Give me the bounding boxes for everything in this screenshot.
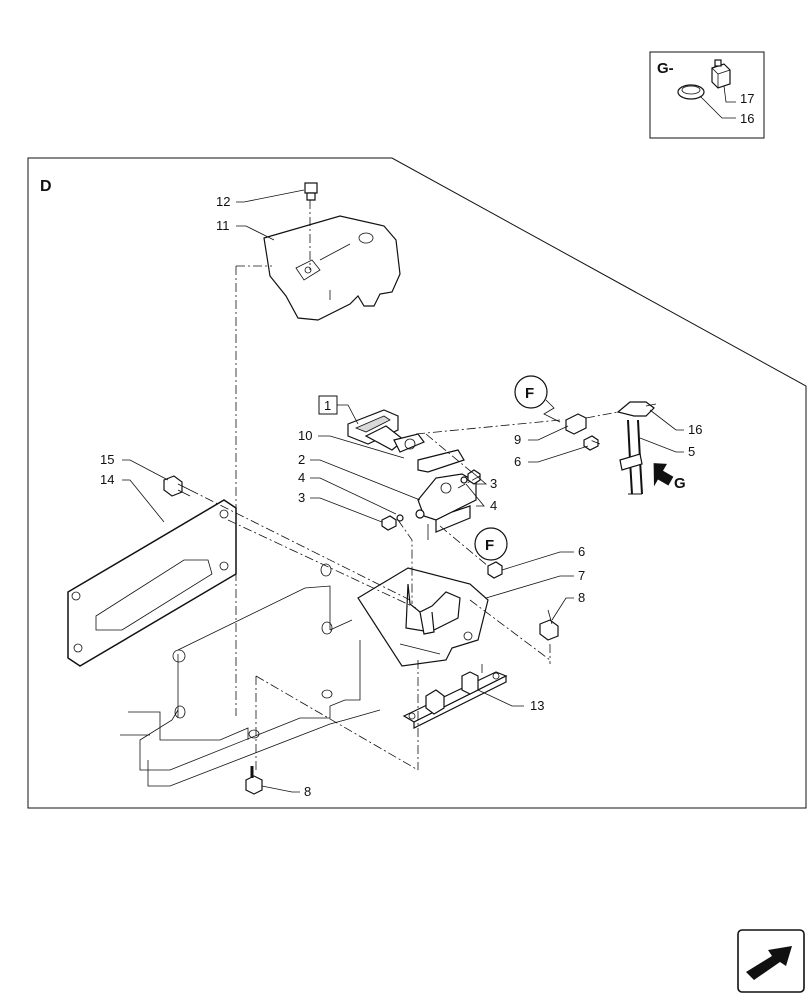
frame-structure <box>120 563 381 787</box>
callout-17: 17 <box>740 91 754 106</box>
part-8-bolt-lower <box>245 766 263 795</box>
boxed-part-1: 1 <box>318 395 359 425</box>
callout-6-upper: 6 <box>514 454 521 469</box>
callout-3-right: 3 <box>490 476 497 491</box>
callout-9: 9 <box>514 432 521 447</box>
part-12-screw <box>304 182 318 201</box>
callout-12: 12 <box>216 194 230 209</box>
callout-8-lower: 8 <box>304 784 311 799</box>
view-label: D <box>40 178 52 195</box>
part-2-bracket <box>415 473 477 540</box>
callout-6-lower: 6 <box>578 544 585 559</box>
part-3-4-fasteners <box>381 469 481 531</box>
part-7-bracket <box>357 567 489 667</box>
callout-7: 7 <box>578 568 585 583</box>
next-page-arrow-icon[interactable] <box>737 929 805 993</box>
part-6-screw-upper <box>583 435 599 451</box>
part-13-rail <box>402 671 508 729</box>
callout-13: 13 <box>530 698 544 713</box>
callout-15: 15 <box>100 452 114 467</box>
view-arrow-g: G <box>653 463 686 492</box>
view-frame <box>27 157 807 809</box>
callout-14: 14 <box>100 472 114 487</box>
svg-text:1: 1 <box>324 398 331 413</box>
part-11-cover <box>263 215 401 321</box>
callout-16: 16 <box>740 111 754 126</box>
part-9-sleeve <box>565 413 587 435</box>
callout-3-left: 3 <box>298 490 305 505</box>
part-14-plate <box>67 499 237 667</box>
inset-view-g: G- 17 16 <box>649 51 765 139</box>
part-15-bolt <box>163 475 191 497</box>
callout-16-main: 16 <box>688 422 702 437</box>
callout-numbers: 12 11 10 9 6 16 5 2 4 3 3 4 15 14 6 7 8 … <box>100 194 702 799</box>
callout-8-right: 8 <box>578 590 585 605</box>
part-5-cable <box>616 401 657 495</box>
svg-text:F: F <box>525 385 534 402</box>
leader-lines <box>122 189 684 793</box>
svg-text:F: F <box>485 537 494 554</box>
callout-11: 11 <box>216 218 230 233</box>
callout-5: 5 <box>688 444 695 459</box>
section-ref-f-lower: F <box>474 527 508 561</box>
assembly-lines <box>189 200 619 771</box>
part-8-bolt-right <box>539 609 559 641</box>
callout-2: 2 <box>298 452 305 467</box>
inset-label: G- <box>657 60 674 77</box>
section-ref-f-upper: F <box>514 375 561 423</box>
callout-4-left: 4 <box>298 470 305 485</box>
part-1-switch <box>347 409 465 473</box>
part-6-screw-lower <box>487 561 503 579</box>
callout-10: 10 <box>298 428 312 443</box>
callout-4-right: 4 <box>490 498 497 513</box>
svg-text:G: G <box>674 475 686 492</box>
